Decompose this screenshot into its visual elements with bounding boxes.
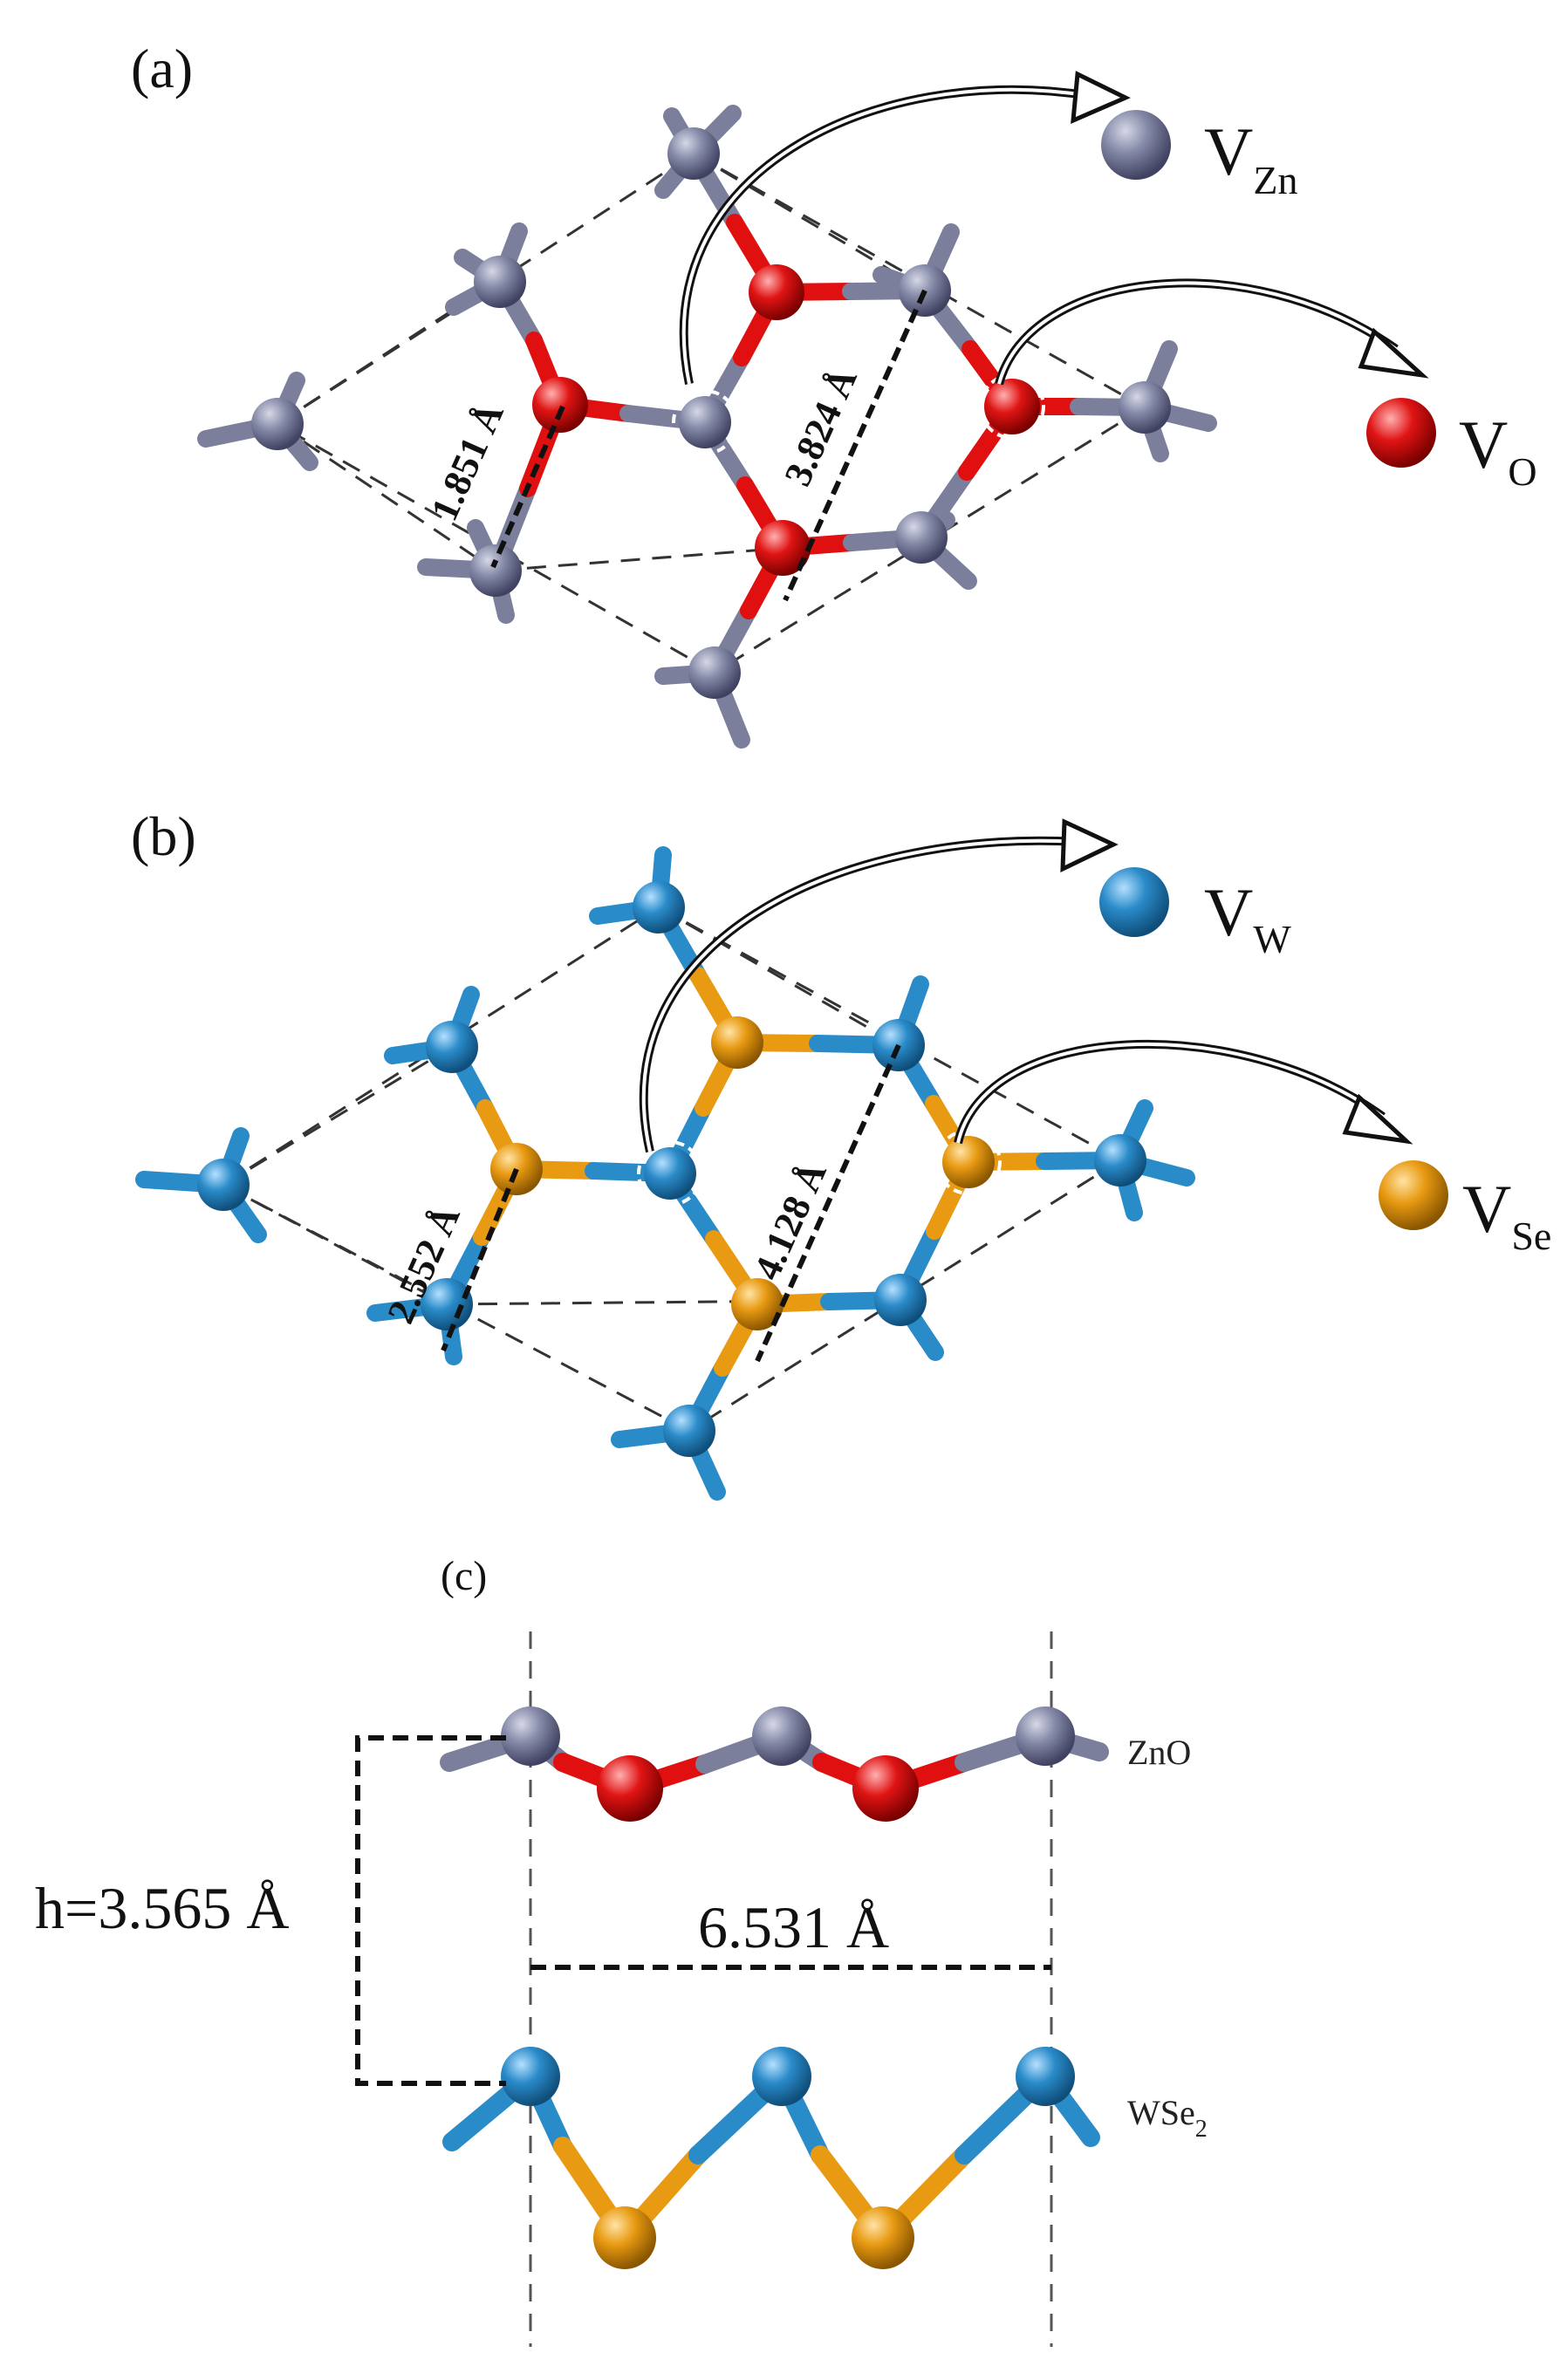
panel-b-bond-dash (441, 1167, 519, 1352)
legend-zn-atom-icon (1101, 110, 1171, 180)
legend-zn-label: VZn (1204, 113, 1297, 202)
panel-a-zn-vacancy-marker (672, 389, 738, 455)
panel-c-period-distance: 6.531 Å (698, 1894, 889, 1960)
legend-se-label: VSe (1462, 1171, 1551, 1258)
panel-a-lattice-constant: 3.824 Å (776, 361, 866, 492)
panel-b-w-vacancy-marker (637, 1140, 703, 1207)
panel-a-o-arrow (995, 278, 1399, 386)
panel-b-lattice-dash (755, 1043, 901, 1363)
panel-a-bond-dash (490, 405, 565, 569)
panel-c-interlayer-distance: h=3.565 Å (35, 1875, 289, 1941)
panel-c-wse2-atoms (501, 2047, 1075, 2269)
panel-a-atoms (251, 127, 1171, 699)
panel-a-lattice-dash (783, 289, 927, 602)
panel-c-label: (c) (441, 1553, 487, 1599)
legend-o-label: VO (1459, 407, 1537, 494)
legend-o-atom-icon (1366, 398, 1436, 468)
panel-a: (a) (131, 38, 1537, 749)
legend-se-atom-icon (1379, 1160, 1448, 1230)
panel-b-se-arrow (954, 1039, 1386, 1145)
legend-w-atom-icon (1099, 867, 1169, 937)
legend-w-label: VW (1204, 874, 1291, 961)
panel-b: (b) (131, 805, 1551, 1501)
panel-a-o-vacancy-marker (979, 373, 1045, 440)
panel-a-label: (a) (131, 38, 193, 99)
panel-c: (c) ZnO (35, 1553, 1208, 2347)
panel-b-se-vacancy-marker (935, 1129, 1002, 1195)
panel-c-zno-atoms (501, 1706, 1075, 1822)
panel-a-bond-length: 1.851 Å (422, 396, 512, 527)
panel-b-label: (b) (131, 805, 196, 867)
panel-c-zno-label: ZnO (1127, 1733, 1191, 1772)
panel-c-wse2-label: WSe2 (1127, 2093, 1208, 2143)
panel-c-interlayer-bracket (355, 1735, 506, 2086)
